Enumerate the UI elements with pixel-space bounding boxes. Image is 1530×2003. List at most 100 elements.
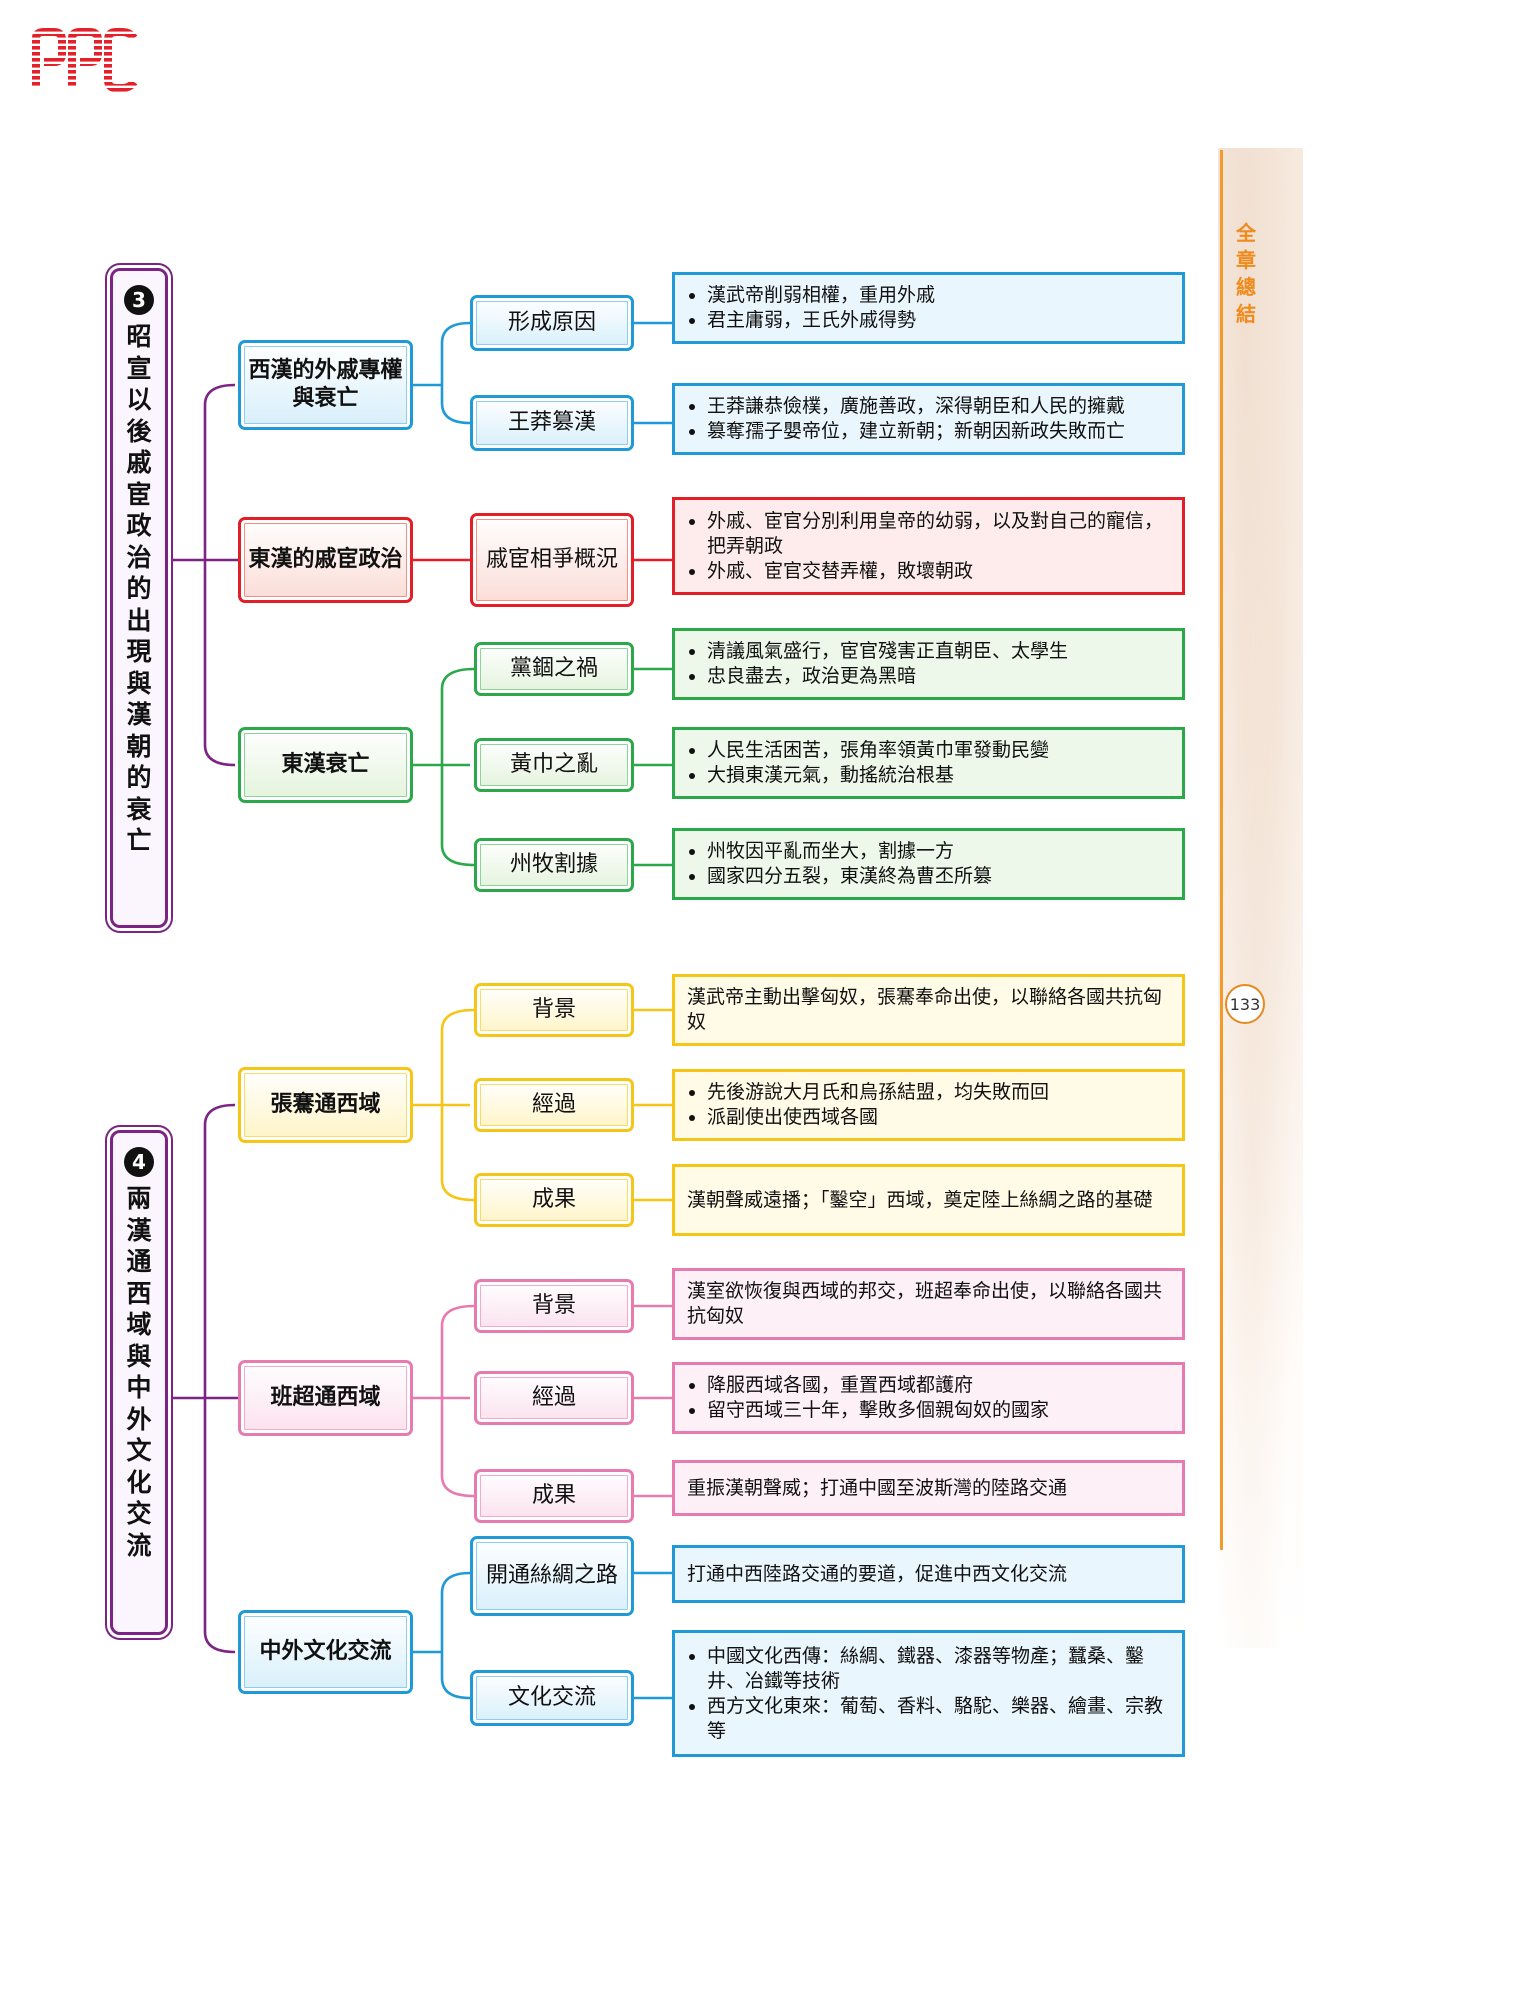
title-char: 域 xyxy=(126,1310,152,1339)
bullet-point: 忠良盡去，政治更為黑暗 xyxy=(707,664,1068,689)
topic-ban-chao: 班超通西域 xyxy=(238,1360,413,1436)
desc-formation-causes: 漢武帝削弱相權，重用外戚君主庸弱，王氏外戚得勢 xyxy=(672,272,1185,344)
page-number: 133 xyxy=(1225,984,1265,1024)
subtopic-culture-exchange: 文化交流 xyxy=(470,1670,634,1726)
title-char: 中 xyxy=(126,1373,152,1402)
title-char: 政 xyxy=(126,511,152,540)
title-char: 宣 xyxy=(126,353,152,383)
subtopic-silk-road: 開通絲綢之路 xyxy=(470,1536,634,1616)
desc-ban-process: 降服西域各國，重置西域都護府留守西域三十年，擊敗多個親匈奴的國家 xyxy=(672,1362,1185,1434)
title-char: 戚 xyxy=(126,448,152,477)
connector xyxy=(413,667,672,867)
title-char: 現 xyxy=(126,637,152,666)
title-char: 流 xyxy=(126,1530,152,1560)
subtopic-zhang-background: 背景 xyxy=(474,983,634,1037)
chapter-label-char: 章 xyxy=(1236,248,1256,272)
desc-culture-exchange: 中國文化西傳：絲綢、鐵器、漆器等物產；蠶桑、鑿井、冶鐵等技術西方文化東來：葡萄、… xyxy=(672,1630,1185,1757)
description-text: 漢室欲恢復與西域的邦交，班超奉命出使，以聯絡各國共抗匈奴 xyxy=(687,1280,1163,1327)
topic-west-han-consort-clan: 西漢的外戚專權與衰亡 xyxy=(238,340,413,430)
desc-partisan-prohibition: 清議風氣盛行，宦官殘害正直朝臣、太學生忠良盡去，政治更為黑暗 xyxy=(672,628,1185,700)
bullet-point: 外戚、宦官分別利用皇帝的幼弱，以及對自己的寵信，把弄朝政 xyxy=(707,509,1170,559)
title-char: 宦 xyxy=(126,479,152,509)
title-char: 的 xyxy=(126,763,152,792)
bullet-point: 王莽謙恭儉樸，廣施善政，深得朝臣和人民的擁戴 xyxy=(707,394,1125,419)
bullet-point: 大損東漢元氣，動搖統治根基 xyxy=(707,763,1049,788)
subtopic-partisan-prohibition: 黨錮之禍 xyxy=(474,642,634,696)
chapter-label-char: 結 xyxy=(1236,302,1256,326)
subtopic-ban-results: 成果 xyxy=(474,1469,634,1523)
connector xyxy=(413,321,672,425)
section-number-badge: 3 xyxy=(124,285,154,315)
bullet-point: 外戚、宦官交替弄權，敗壞朝政 xyxy=(707,559,1170,584)
title-char: 外 xyxy=(126,1404,152,1434)
chapter-summary-label: 全 章 總 結 xyxy=(1232,220,1260,328)
desc-zhang-results: 漢朝聲威遠播；「鑿空」西域，奠定陸上絲綢之路的基礎 xyxy=(672,1164,1185,1236)
desc-ban-background: 漢室欲恢復與西域的邦交，班超奉命出使，以聯絡各國共抗匈奴 xyxy=(672,1268,1185,1340)
title-char: 化 xyxy=(126,1467,152,1497)
title-char: 以 xyxy=(126,385,152,414)
desc-wang-mang: 王莽謙恭儉樸，廣施善政，深得朝臣和人民的擁戴篡奪孺子嬰帝位，建立新朝；新朝因新政… xyxy=(672,383,1185,455)
bullet-point: 派副使出使西域各國 xyxy=(707,1105,1049,1130)
title-char: 文 xyxy=(126,1436,152,1465)
section-number-badge: 4 xyxy=(124,1147,154,1177)
bullet-point: 中國文化西傳：絲綢、鐵器、漆器等物產；蠶桑、鑿井、冶鐵等技術 xyxy=(707,1644,1170,1694)
title-char: 漢 xyxy=(126,700,152,729)
desc-zhang-background: 漢武帝主動出擊匈奴，張騫奉命出使，以聯絡各國共抗匈奴 xyxy=(672,974,1185,1046)
title-char: 的 xyxy=(126,574,152,603)
title-char: 與 xyxy=(126,668,152,698)
desc-yellow-turban: 人民生活困苦，張角率領黃巾軍發動民變大損東漢元氣，動搖統治根基 xyxy=(672,727,1185,799)
bullet-point: 篡奪孺子嬰帝位，建立新朝；新朝因新政失敗而亡 xyxy=(707,419,1125,444)
subtopic-formation-causes: 形成原因 xyxy=(470,295,634,351)
decorative-side-band xyxy=(1218,148,1303,1648)
title-char: 交 xyxy=(126,1499,152,1528)
section-3-title: 3 昭 宣 以 後 戚 宦 政 治 的 出 現 與 漢 朝 的 衰 亡 xyxy=(110,268,168,928)
subtopic-wang-mang-usurpation: 王莽篡漢 xyxy=(470,395,634,451)
subtopic-ban-background: 背景 xyxy=(474,1279,634,1333)
bullet-point: 降服西域各國，重置西域都護府 xyxy=(707,1373,1049,1398)
title-char: 昭 xyxy=(126,322,152,351)
bullet-point: 清議風氣盛行，宦官殘害正直朝臣、太學生 xyxy=(707,639,1068,664)
connector xyxy=(413,1304,672,1498)
bullet-point: 州牧因平亂而坐大，割據一方 xyxy=(707,839,992,864)
title-char: 通 xyxy=(126,1247,152,1276)
section-4-title: 4 兩 漢 通 西 域 與 中 外 文 化 交 流 xyxy=(110,1130,168,1635)
title-char: 與 xyxy=(126,1341,152,1371)
bullet-point: 西方文化東來：葡萄、香料、駱駝、樂器、繪畫、宗教等 xyxy=(707,1694,1170,1744)
bullet-point: 國家四分五裂，東漢終為曹丕所篡 xyxy=(707,864,992,889)
topic-east-han-decline: 東漢衰亡 xyxy=(238,727,413,803)
title-char: 衰 xyxy=(126,794,152,824)
topic-cultural-exchange: 中外文化交流 xyxy=(238,1610,413,1694)
desc-silk-road: 打通中西陸路交通的要道，促進中西文化交流 xyxy=(672,1545,1185,1603)
title-char: 出 xyxy=(126,605,152,635)
chapter-label-char: 全 xyxy=(1236,221,1256,245)
bullet-point: 先後游說大月氏和烏孫結盟，均失敗而回 xyxy=(707,1080,1049,1105)
subtopic-zhang-process: 經過 xyxy=(474,1078,634,1132)
description-text: 漢朝聲威遠播；「鑿空」西域，奠定陸上絲綢之路的基礎 xyxy=(687,1188,1153,1211)
desc-provincial-governors: 州牧因平亂而坐大，割據一方國家四分五裂，東漢終為曹丕所篡 xyxy=(672,828,1185,900)
connector xyxy=(168,383,238,767)
desc-zhang-process: 先後游說大月氏和烏孫結盟，均失敗而回派副使出使西域各國 xyxy=(672,1069,1185,1141)
connector xyxy=(168,1103,238,1654)
subtopic-ban-process: 經過 xyxy=(474,1371,634,1425)
publisher-logo xyxy=(32,28,138,92)
desc-consort-eunuch-struggle: 外戚、宦官分別利用皇帝的幼弱，以及對自己的寵信，把弄朝政外戚、宦官交替弄權，敗壞… xyxy=(672,497,1185,595)
connector xyxy=(413,1571,672,1700)
bullet-point: 漢武帝削弱相權，重用外戚 xyxy=(707,283,935,308)
description-text: 打通中西陸路交通的要道，促進中西文化交流 xyxy=(687,1562,1068,1585)
title-char: 西 xyxy=(126,1278,152,1308)
connector xyxy=(413,1008,672,1202)
title-char: 朝 xyxy=(126,731,152,761)
title-char: 後 xyxy=(126,416,152,446)
side-divider-line xyxy=(1220,150,1223,1550)
topic-zhang-qian: 張騫通西域 xyxy=(238,1067,413,1143)
description-text: 漢武帝主動出擊匈奴，張騫奉命出使，以聯絡各國共抗匈奴 xyxy=(687,986,1163,1033)
description-text: 重振漢朝聲威；打通中國至波斯灣的陸路交通 xyxy=(687,1476,1068,1499)
topic-east-han-consort-eunuch-politics: 東漢的戚宦政治 xyxy=(238,517,413,603)
bullet-point: 人民生活困苦，張角率領黃巾軍發動民變 xyxy=(707,738,1049,763)
title-char: 亡 xyxy=(126,826,152,855)
chapter-label-char: 總 xyxy=(1236,275,1256,299)
title-char: 治 xyxy=(126,542,152,572)
desc-ban-results: 重振漢朝聲威；打通中國至波斯灣的陸路交通 xyxy=(672,1460,1185,1516)
subtopic-provincial-governors: 州牧割據 xyxy=(474,838,634,892)
